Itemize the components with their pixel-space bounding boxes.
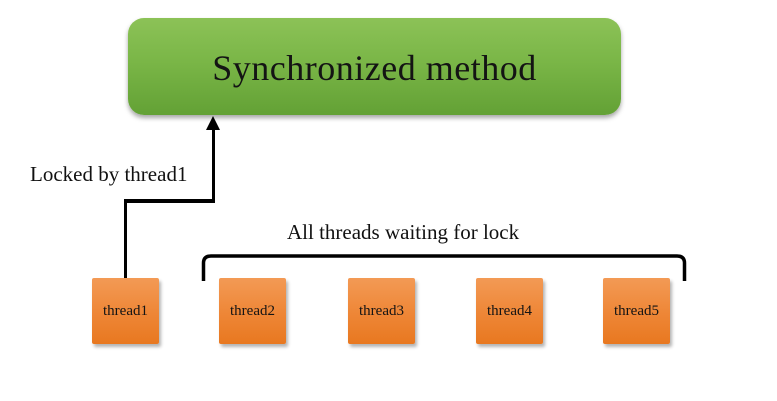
lock-arrow-segment-vertical-lower: [123, 199, 127, 278]
waiting-group-bracket: [201, 254, 687, 281]
lock-arrow-segment-vertical-upper: [211, 129, 215, 203]
thread2-label: thread2: [230, 302, 275, 319]
thread2-box: thread2: [219, 278, 286, 344]
thread5-box: thread5: [603, 278, 670, 344]
all-threads-waiting-label: All threads waiting for lock: [287, 220, 520, 244]
synchronized-method-box: Synchronized method: [128, 18, 621, 115]
locked-by-thread1-label: Locked by thread1: [30, 162, 188, 186]
thread3-box: thread3: [348, 278, 415, 344]
synchronized-method-label: Synchronized method: [212, 47, 537, 88]
thread4-box: thread4: [476, 278, 543, 344]
lock-arrow-segment-horizontal: [123, 199, 215, 203]
thread1-box: thread1: [92, 278, 159, 344]
thread1-label: thread1: [103, 302, 148, 319]
thread5-label: thread5: [614, 302, 659, 319]
thread3-label: thread3: [359, 302, 404, 319]
lock-arrow-head-icon: [206, 116, 220, 130]
thread4-label: thread4: [487, 302, 532, 319]
